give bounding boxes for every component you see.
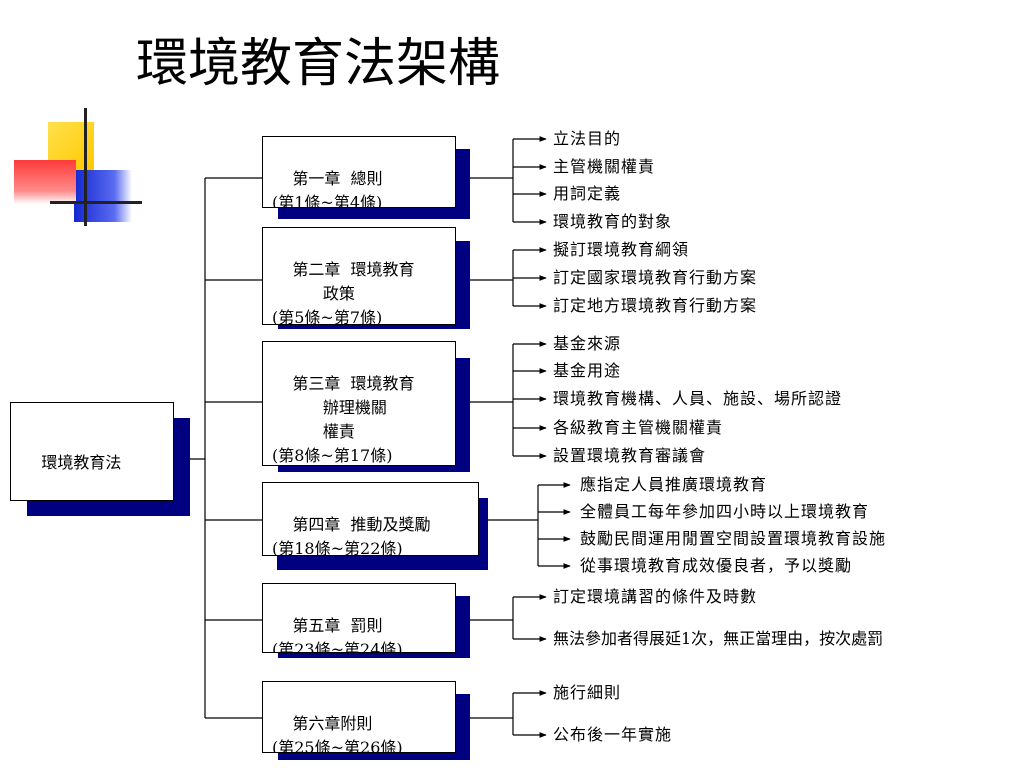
chapter-3-label: 第三章 環境教育 辦理機關 權責 (第8條~第17條) bbox=[272, 374, 415, 465]
chapter-4-item: 鼓勵民間運用閒置空間設置環境教育設施 bbox=[580, 529, 887, 548]
root-node-label: 環境教育法 bbox=[41, 453, 122, 472]
chapter-3-item: 基金用途 bbox=[553, 361, 622, 380]
chapter-1-item: 環境教育的對象 bbox=[553, 212, 673, 231]
blue-square bbox=[74, 170, 132, 222]
chapter-6-label: 第六章附則 (第25條~第26條) bbox=[272, 714, 403, 753]
vertical-bar bbox=[84, 108, 87, 226]
root-node: 環境教育法 bbox=[10, 402, 174, 501]
chapter-1-box: 第一章 總則 (第1條~第4條) bbox=[262, 136, 456, 208]
chapter-5-box: 第五章 罰則 (第23條~第24條) bbox=[262, 583, 456, 653]
chapter-4-label: 第四章 推動及獎勵 (第18條~第22條) bbox=[272, 515, 431, 556]
chapter-1-label: 第一章 總則 (第1條~第4條) bbox=[272, 169, 383, 208]
horizontal-bar bbox=[50, 201, 142, 204]
chapter-6-item: 施行細則 bbox=[553, 683, 622, 702]
chapter-4-item: 從事環境教育成效優良者，予以獎勵 bbox=[580, 556, 853, 575]
chapter-1-item: 用詞定義 bbox=[553, 184, 622, 203]
chapter-2-item: 訂定國家環境教育行動方案 bbox=[553, 268, 758, 287]
chapter-1-item: 主管機關權責 bbox=[553, 157, 656, 176]
chapter-3-box: 第三章 環境教育 辦理機關 權責 (第8條~第17條) bbox=[262, 341, 456, 466]
chapter-5-label: 第五章 罰則 (第23條~第24條) bbox=[272, 616, 403, 653]
chapter-4-item: 全體員工每年參加四小時以上環境教育 bbox=[580, 502, 870, 521]
chapter-2-label: 第二章 環境教育 政策 (第5條~第7條) bbox=[272, 260, 415, 325]
decorative-logo bbox=[12, 108, 142, 238]
chapter-1-item: 立法目的 bbox=[553, 129, 622, 148]
chapter-4-item: 應指定人員推廣環境教育 bbox=[580, 475, 768, 494]
chapter-2-box: 第二章 環境教育 政策 (第5條~第7條) bbox=[262, 227, 456, 325]
chapter-3-item: 設置環境教育審議會 bbox=[553, 446, 707, 465]
chapter-6-item: 公布後一年實施 bbox=[553, 725, 673, 744]
chapter-2-item: 擬訂環境教育綱領 bbox=[553, 240, 690, 259]
chapter-3-item: 環境教育機構、人員、施設、場所認證 bbox=[553, 389, 843, 408]
chapter-4-box: 第四章 推動及獎勵 (第18條~第22條) bbox=[262, 482, 479, 556]
slide-title: 環境教育法架構 bbox=[136, 34, 501, 94]
chapter-6-box: 第六章附則 (第25條~第26條) bbox=[262, 681, 456, 753]
chapter-5-item: 訂定環境講習的條件及時數 bbox=[553, 587, 758, 606]
chapter-5-item: 無法參加者得展延1次，無正當理由，按次處罰 bbox=[553, 629, 884, 648]
chapter-2-item: 訂定地方環境教育行動方案 bbox=[553, 296, 758, 315]
chapter-3-item: 各級教育主管機關權責 bbox=[553, 418, 724, 437]
chapter-3-item: 基金來源 bbox=[553, 334, 622, 353]
red-square bbox=[14, 160, 76, 204]
